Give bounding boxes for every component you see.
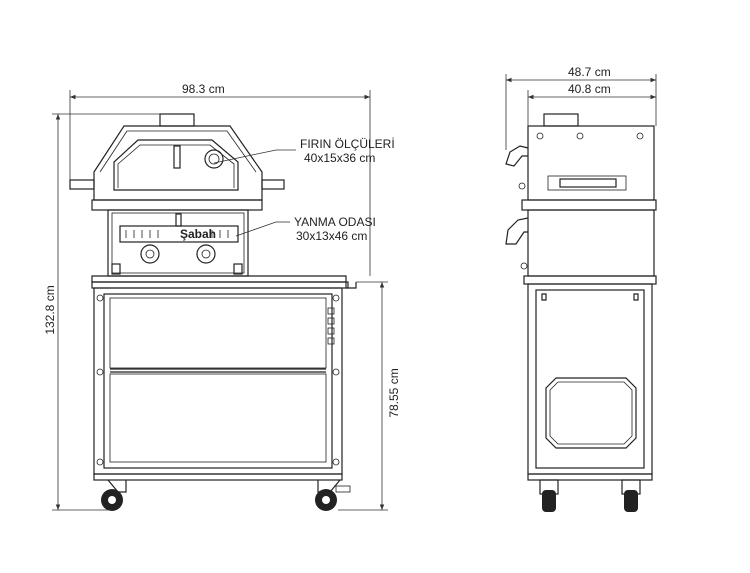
left-handle [69,179,95,190]
thermometer [204,149,224,169]
firebox-title: YANMA ODASI [294,215,376,229]
chimney [159,113,195,127]
side-chimney [543,113,579,127]
side-cart-body [527,283,653,475]
front-dimensions: 98.3 cm 132.8 cm 78.55 cm [43,82,401,511]
side-left-wheel [542,490,556,512]
oven-title: FIRIN ÖLÇÜLERİ [300,137,395,151]
total-height-label: 132.8 cm [43,285,57,334]
side-inner-depth-label: 40.8 cm [568,82,611,96]
firebox-size: 30x13x46 cm [296,229,367,243]
oven-size: 40x15x36 cm [304,151,375,165]
right-burner-knob [196,244,216,264]
table-top [91,275,347,283]
side-outer-depth-label: 48.7 cm [568,65,611,79]
side-right-wheel [624,490,638,512]
side-dimensions: 48.7 cm 40.8 cm [505,65,657,150]
cart-frame [93,287,343,475]
oven-callout: FIRIN ÖLÇÜLERİ 40x15x36 cm [213,137,395,165]
side-firebox [527,209,655,277]
front-view: Şabah [69,113,357,511]
left-burner-knob [140,244,160,264]
table-height-label: 78.55 cm [387,368,401,417]
right-handle [261,179,285,190]
brand-logo: Şabah [180,227,216,241]
firebox [107,209,249,277]
door-handle [173,145,181,169]
oven-door [113,139,239,191]
side-view [505,113,657,512]
side-access-panel [545,377,637,449]
front-width-label: 98.3 cm [182,82,225,96]
firebox-callout: YANMA ODASI 30x13x46 cm [235,215,376,243]
side-oven-body [527,125,655,201]
